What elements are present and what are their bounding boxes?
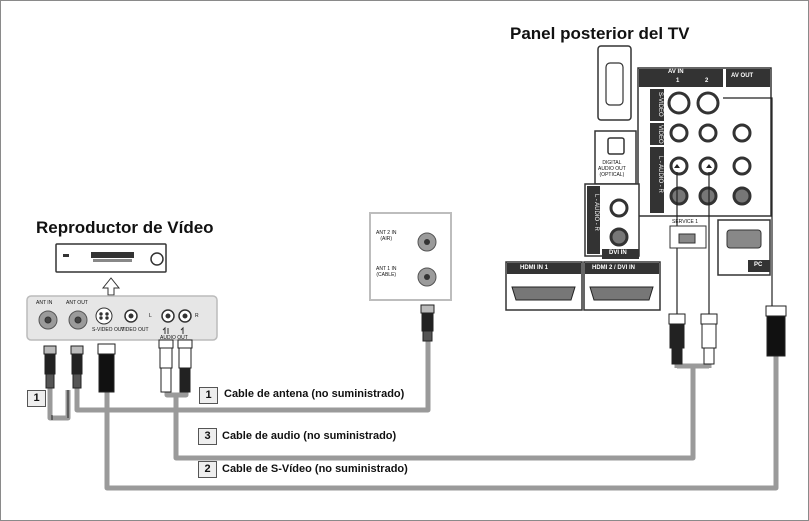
dvi-audio-label: L - AUDIO - R [593, 194, 599, 231]
vcr-video-out-label: VIDEO OUT [121, 327, 149, 333]
vcr-plugs [43, 339, 193, 420]
vcr-l-label: L [149, 313, 152, 319]
hdmi2-label: HDMI 2 / DVI IN [592, 265, 636, 271]
vcr-svideo-out-label: S-VIDEO OUT [92, 327, 125, 333]
av-in-label: AV IN [668, 69, 684, 75]
vcr-r-label: R [195, 313, 199, 319]
wall-cable-number: 1 [27, 390, 46, 407]
tv-ant2-label: ANT 2 IN (AIR) [376, 230, 397, 242]
legend-number-svideo: 2 [198, 461, 217, 478]
av-in-2-label: 2 [705, 78, 709, 84]
video-label: VIDEO [657, 125, 663, 144]
tv-ant1-label: ANT 1 IN (CABLE) [376, 266, 397, 278]
audio-label: L - AUDIO - R [657, 156, 663, 193]
av-in-1-label: 1 [676, 78, 680, 84]
vcr-ant-out-label: ANT OUT [66, 300, 88, 306]
svideo-cable-run [104, 355, 779, 491]
antenna-cable-run [74, 340, 431, 413]
vcr-audio-out-label: AUDIO OUT [160, 335, 188, 341]
av-out-label: AV OUT [731, 73, 754, 79]
vcr-back-panel [26, 295, 218, 341]
tv-rear-panel [505, 45, 773, 318]
vcr-ant-in-label: ANT IN [36, 300, 53, 306]
hdmi1-label: HDMI IN 1 [520, 265, 549, 271]
pc-label: PC [754, 262, 763, 268]
dvi-in-label: DVI IN [609, 250, 627, 256]
vcr-device [55, 243, 167, 296]
legend-number-audio: 3 [198, 428, 217, 445]
vcr-title: Reproductor de Vídeo [36, 218, 214, 237]
legend-audio-cable: Cable de audio (no suministrado) [222, 430, 397, 442]
service-label: SERVICE 1 [672, 219, 699, 225]
legend-antenna-cable: Cable de antena (no suministrado) [224, 388, 405, 400]
wall-cable [47, 388, 71, 421]
legend-number-antenna: 1 [199, 387, 218, 404]
tv-plugs [668, 305, 787, 365]
audio-cable-run [164, 363, 712, 461]
tv-antenna-panel [369, 212, 452, 342]
s-video-label: S-VIDEO [657, 92, 663, 117]
digital-audio-out-label: DIGITAL AUDIO OUT (OPTICAL) [598, 160, 626, 178]
legend-svideo-cable: Cable de S-Vídeo (no suministrado) [222, 463, 408, 475]
tv-rear-panel-title: Panel posterior del TV [510, 24, 690, 43]
